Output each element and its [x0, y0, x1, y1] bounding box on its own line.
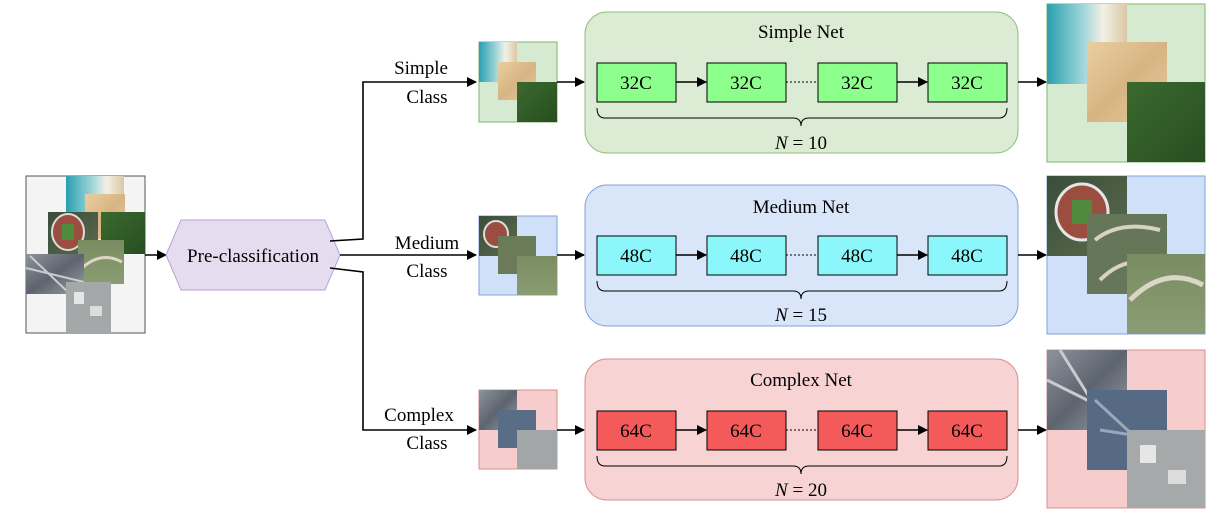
- simple-branch: Simple Class Simple Net 32C 32C 32C 32C …: [394, 3, 1206, 163]
- simple-output-image: [1046, 3, 1206, 163]
- medium-class-thumbnail: [478, 215, 558, 296]
- simple-brace: [596, 107, 1008, 127]
- simple-block-1-label: 32C: [620, 73, 652, 94]
- medium-block-3: [817, 235, 898, 276]
- simple-connector: [329, 77, 477, 242]
- input-image: [25, 175, 146, 334]
- complex-brace: [596, 455, 1008, 475]
- complex-block-3-label: 64C: [841, 421, 873, 442]
- medium-class-label-1: Medium: [395, 233, 460, 254]
- medium-block-2-label: 48C: [730, 246, 762, 267]
- medium-block-4-label: 48C: [951, 246, 983, 267]
- medium-class-label-2: Class: [406, 261, 447, 282]
- complex-net-title: Complex Net: [750, 370, 853, 391]
- preclassification-block: Pre-classification: [165, 219, 341, 291]
- complex-block-1-label: 64C: [620, 421, 652, 442]
- medium-net-blocks: 48C 48C 48C 48C: [596, 235, 1008, 276]
- medium-block-1-label: 48C: [620, 246, 652, 267]
- simple-n-label: N = 10: [774, 133, 827, 154]
- simple-net-title: Simple Net: [758, 22, 845, 43]
- medium-block-1: [596, 235, 677, 276]
- medium-brace: [596, 280, 1008, 300]
- complex-block-4: [927, 410, 1008, 451]
- complex-block-4-label: 64C: [951, 421, 983, 442]
- medium-branch: Medium Class Medium Net 48C 48C 48C 48C …: [395, 175, 1206, 335]
- complex-block-3: [817, 410, 898, 451]
- branch-connectors: [329, 77, 477, 435]
- simple-block-3: [817, 62, 898, 103]
- complex-n-label: N = 20: [774, 480, 827, 501]
- simple-class-label-2: Class: [406, 87, 447, 108]
- medium-output-image: [1046, 175, 1206, 335]
- simple-net-blocks: 32C 32C 32C 32C: [596, 62, 1008, 103]
- simple-block-4-label: 32C: [951, 73, 983, 94]
- preclassification-label: Pre-classification: [187, 246, 319, 267]
- complex-class-thumbnail: [478, 389, 558, 470]
- complex-branch: Complex Class Complex Net 64C 64C 64C 64…: [384, 349, 1206, 509]
- simple-block-4: [927, 62, 1008, 103]
- complex-connector: [329, 267, 477, 435]
- complex-output-image: [1046, 349, 1206, 509]
- simple-block-2-label: 32C: [730, 73, 762, 94]
- medium-n-label: N = 15: [774, 305, 827, 326]
- complex-block-2: [706, 410, 787, 451]
- complex-block-2-label: 64C: [730, 421, 762, 442]
- medium-block-4: [927, 235, 1008, 276]
- medium-block-3-label: 48C: [841, 246, 873, 267]
- simple-class-thumbnail: [478, 41, 558, 123]
- medium-block-2: [706, 235, 787, 276]
- simple-block-3-label: 32C: [841, 73, 873, 94]
- simple-class-label-1: Simple: [394, 58, 448, 79]
- complex-net-blocks: 64C 64C 64C 64C: [596, 410, 1008, 451]
- medium-net-title: Medium Net: [753, 197, 850, 218]
- complex-class-label-1: Complex: [384, 405, 454, 426]
- simple-block-2: [706, 62, 787, 103]
- complex-class-label-2: Class: [406, 433, 447, 454]
